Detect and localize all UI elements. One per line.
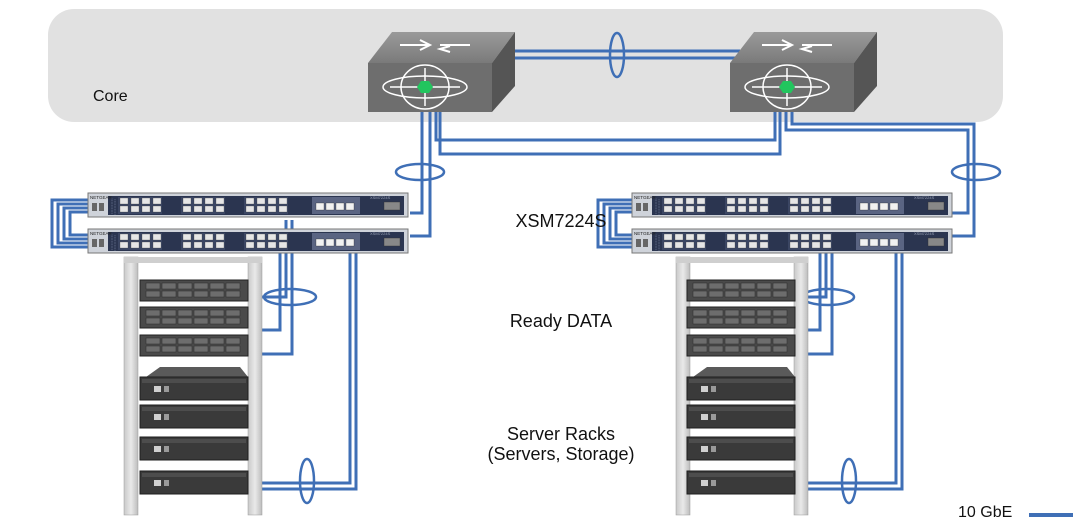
link-aggregation-icon bbox=[608, 31, 626, 79]
storage-link bbox=[256, 220, 294, 356]
stack-cable bbox=[602, 202, 652, 245]
access-switch: NETGEAR XSM7224S bbox=[87, 192, 409, 218]
switch-model-tag: XSM7224S bbox=[370, 231, 391, 236]
core-label: Core bbox=[93, 88, 128, 105]
server-link bbox=[798, 244, 904, 491]
link-aggregation-icon bbox=[840, 457, 858, 505]
uplink bbox=[438, 112, 782, 156]
server-unit bbox=[139, 404, 249, 429]
storage-unit bbox=[686, 334, 796, 357]
uplink bbox=[784, 112, 970, 215]
stack-cable bbox=[68, 210, 88, 237]
storage-link bbox=[800, 244, 834, 356]
switch-model-tag: XSM7224S bbox=[370, 195, 391, 200]
uplink bbox=[434, 112, 777, 142]
uplink bbox=[790, 112, 976, 238]
storage-unit bbox=[686, 279, 796, 302]
switch-brand-text: NETGEAR bbox=[90, 195, 113, 200]
lag-group bbox=[262, 31, 1002, 505]
stack-cable bbox=[62, 206, 88, 241]
server-unit bbox=[139, 436, 249, 461]
access-switches: NETGEAR XSM7224S NETGEAR XSM7224S NETGEAR XSM… bbox=[87, 192, 953, 254]
switch-model-tag: XSM7224S bbox=[914, 195, 935, 200]
links bbox=[50, 49, 976, 491]
storage-unit bbox=[139, 334, 249, 357]
storage-units bbox=[139, 279, 796, 357]
server-racks-label: Server Racks (Servers, Storage) bbox=[0, 424, 1079, 464]
storage-link bbox=[800, 244, 828, 299]
access-switch: NETGEAR XSM7224S bbox=[631, 192, 953, 218]
access-switch: NETGEAR XSM7224S bbox=[87, 228, 409, 254]
stack-cable bbox=[608, 206, 652, 241]
link-aggregation-icon bbox=[298, 457, 316, 505]
storage-unit bbox=[139, 306, 249, 329]
server-unit bbox=[139, 470, 249, 495]
server-unit bbox=[686, 367, 796, 401]
switch-model-tag: XSM7224S bbox=[914, 231, 935, 236]
switch-brand-text: NETGEAR bbox=[634, 195, 657, 200]
core-switch-icon bbox=[368, 32, 515, 112]
server-link bbox=[250, 240, 358, 491]
link-aggregation-icon bbox=[950, 162, 1002, 182]
server-link bbox=[798, 244, 898, 485]
stack-cable bbox=[596, 198, 652, 249]
link-aggregation-icon bbox=[394, 162, 446, 182]
server-racks-label-line2: (Servers, Storage) bbox=[487, 444, 635, 464]
access-switch: NETGEAR XSM7224S bbox=[631, 228, 953, 254]
server-unit bbox=[139, 367, 249, 401]
server-unit bbox=[686, 470, 796, 495]
switch-brand-text: NETGEAR bbox=[90, 231, 113, 236]
server-units bbox=[139, 367, 796, 495]
server-racks-label-line1: Server Racks bbox=[506, 424, 616, 444]
uplink bbox=[410, 112, 424, 215]
storage-label: Ready DATA bbox=[509, 311, 613, 331]
server-unit bbox=[686, 404, 796, 429]
storage-unit bbox=[686, 306, 796, 329]
server-link bbox=[250, 240, 352, 485]
server-unit bbox=[686, 436, 796, 461]
core-switch-icon bbox=[730, 32, 877, 112]
switch-brand-text: NETGEAR bbox=[634, 231, 657, 236]
legend-link-swatch bbox=[1029, 513, 1073, 517]
switch-model-label: XSM7224S bbox=[515, 211, 607, 231]
legend-label: 10 GbE bbox=[958, 504, 1013, 521]
storage-link bbox=[256, 244, 282, 332]
stack-cable bbox=[50, 198, 88, 249]
stack-cable bbox=[56, 202, 88, 245]
uplink bbox=[410, 112, 432, 238]
link-aggregation-icon bbox=[262, 287, 318, 307]
rack-left bbox=[123, 256, 263, 516]
storage-unit bbox=[139, 279, 249, 302]
